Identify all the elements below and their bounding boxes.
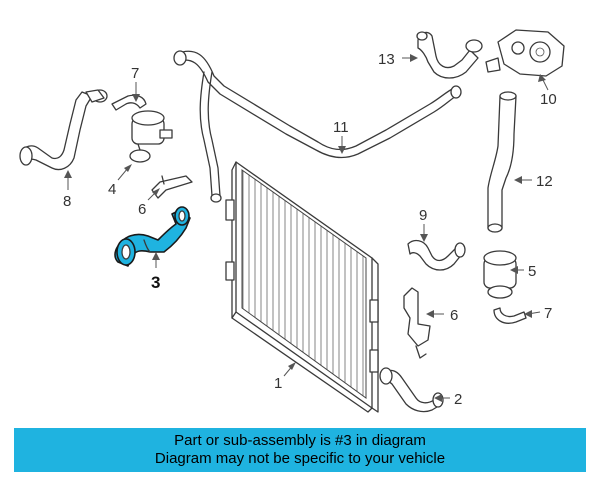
bracket-part-6-right (403, 287, 431, 359)
hose-part-8 (19, 89, 108, 171)
parts-diagram: 1 2 3 4 5 6 6 7 7 8 9 10 11 12 13 (19, 29, 565, 413)
hose-part-2 (379, 367, 444, 413)
callout-8: 8 (63, 193, 71, 210)
callout-10: 10 (540, 91, 557, 108)
callout-12: 12 (536, 173, 553, 190)
banner-line-1: Part or sub-assembly is #3 in diagram (174, 432, 426, 449)
radiator-part-1 (225, 161, 379, 413)
hose-part-9 (407, 239, 466, 271)
hose-part-12 (487, 91, 517, 233)
pump-part-5 (483, 250, 517, 299)
clamp-part-7-right (493, 307, 527, 324)
hose-part-3-highlighted (114, 206, 191, 267)
pump-part-4 (129, 110, 173, 163)
banner-line-2: Diagram may not be specific to your vehi… (154, 450, 446, 467)
callout-13: 13 (378, 51, 395, 68)
thermostat-housing-part-10 (485, 29, 565, 77)
callout-11: 11 (333, 119, 349, 136)
hose-part-13 (416, 31, 483, 79)
callout-2: 2 (454, 391, 462, 408)
callout-5: 5 (528, 263, 536, 280)
callout-4: 4 (108, 181, 116, 198)
callout-1: 1 (274, 375, 282, 392)
hose-part-11 (173, 50, 462, 203)
bracket-part-6-left (151, 175, 193, 199)
leader-lines (64, 54, 549, 402)
callout-9: 9 (419, 207, 427, 224)
callout-7-right: 7 (544, 305, 552, 322)
callout-3: 3 (151, 273, 160, 292)
clamp-part-7-left (111, 94, 147, 111)
callout-6-left: 6 (138, 201, 146, 218)
callout-7-left: 7 (131, 65, 139, 82)
callout-6-right: 6 (450, 307, 458, 324)
info-banner: Part or sub-assembly is #3 in diagram Di… (14, 428, 586, 472)
